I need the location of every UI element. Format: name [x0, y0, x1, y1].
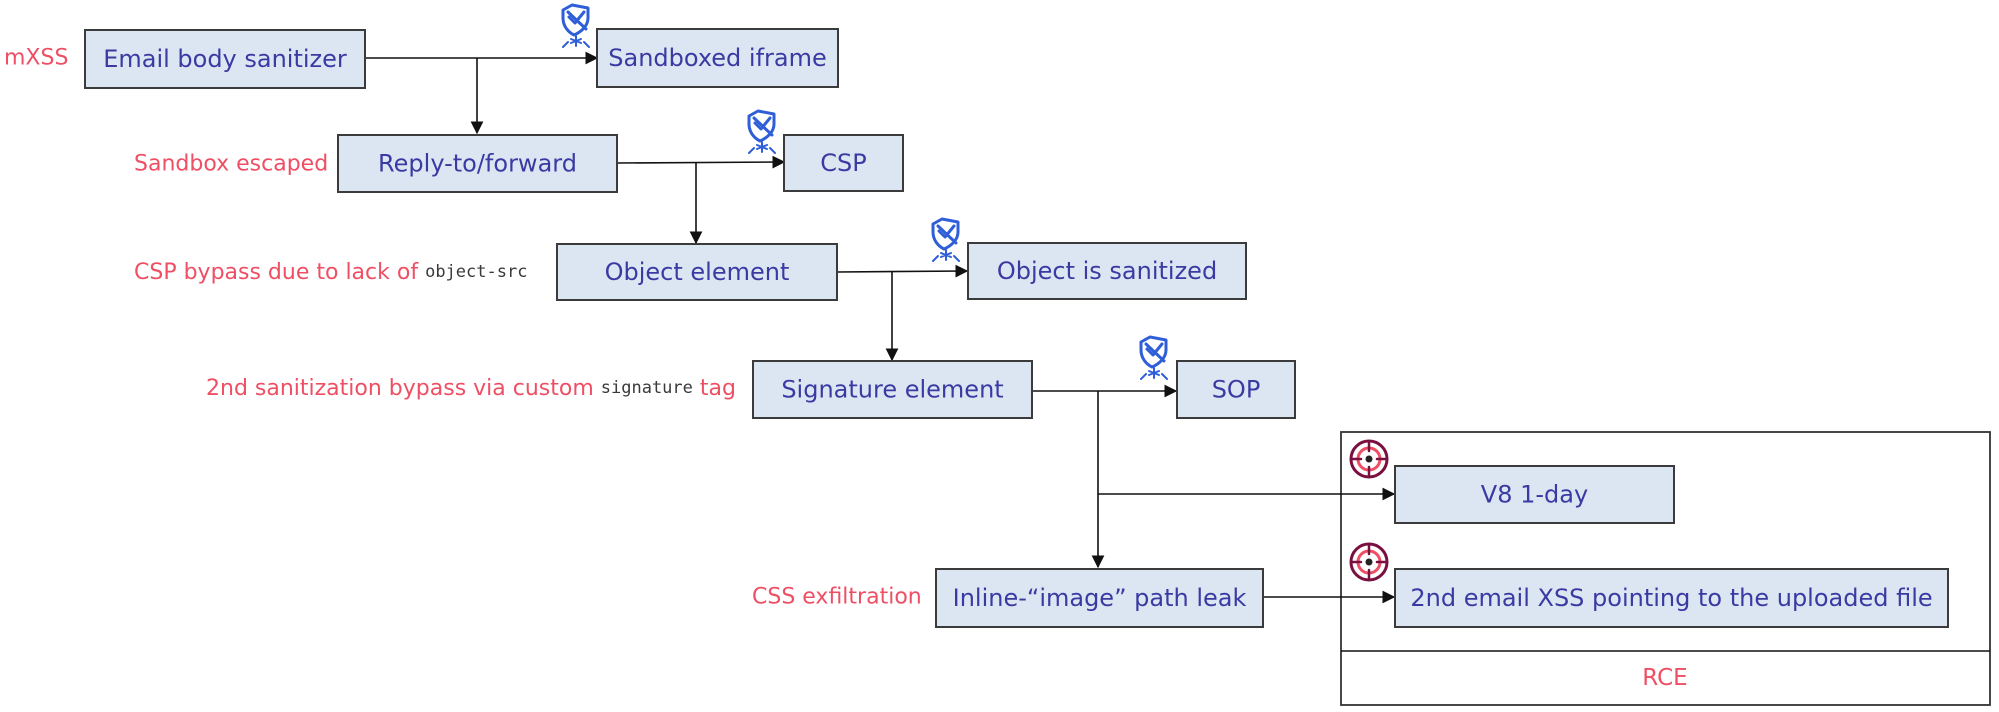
- label-css-exfiltration: CSS exfiltration: [752, 585, 922, 610]
- node-second-email-xss: 2nd email XSS pointing to the uploaded f…: [1394, 568, 1949, 628]
- node-v8-oneday-box: [1394, 465, 1675, 524]
- label-sanitization-bypass-suffix: tag: [693, 376, 736, 401]
- node-object-sanitized-label: Object is sanitized: [997, 257, 1217, 285]
- arrow-object-to-sanitized: [836, 264, 969, 278]
- arrow-reply-to-csp: [616, 155, 786, 169]
- label-sanitization-bypass: 2nd sanitization bypass via custom signa…: [206, 376, 736, 401]
- connectors: [365, 51, 1396, 604]
- node-email-sanitizer: Email body sanitizer: [84, 29, 366, 89]
- rce-group-title: RCE: [1642, 665, 1687, 691]
- node-reply-forward-label: Reply-to/forward: [378, 150, 577, 178]
- node-second-email-xss-label: 2nd email XSS pointing to the uploaded f…: [1410, 584, 1932, 612]
- label-mxss: mXSS: [4, 46, 68, 71]
- shield-icon: [931, 217, 961, 263]
- node-object-element-box: [556, 243, 838, 301]
- node-sop: SOP: [1176, 360, 1296, 419]
- node-signature-element: Signature element: [752, 360, 1033, 419]
- node-sop-label: SOP: [1212, 376, 1261, 404]
- shield-icon: [747, 109, 777, 155]
- node-object-element: Object element: [556, 243, 838, 301]
- shield-icon: [561, 3, 591, 49]
- node-reply-forward: Reply-to/forward: [337, 134, 618, 193]
- node-inline-image-leak: Inline-“image” path leak: [935, 568, 1264, 628]
- label-csp-bypass: CSP bypass due to lack of object-src: [134, 260, 527, 285]
- node-reply-forward-box: [337, 134, 618, 193]
- node-csp-box: [783, 134, 904, 192]
- node-inline-image-leak-box: [935, 568, 1264, 628]
- node-sandboxed-iframe: Sandboxed iframe: [596, 28, 839, 88]
- node-email-sanitizer-box: [84, 29, 366, 89]
- node-object-sanitized: Object is sanitized: [967, 242, 1247, 300]
- node-second-email-xss-box: [1394, 568, 1949, 628]
- node-object-element-label: Object element: [605, 258, 790, 286]
- target-icon: [1349, 542, 1389, 582]
- node-v8-oneday-label: V8 1-day: [1481, 481, 1588, 509]
- label-sanitization-bypass-code: signature: [601, 378, 693, 398]
- target-icon: [1349, 439, 1389, 479]
- node-sandboxed-iframe-box: [596, 28, 839, 88]
- rce-group-frame: [1340, 431, 1991, 706]
- node-signature-element-label: Signature element: [781, 376, 1003, 404]
- shield-icon: [1139, 335, 1169, 381]
- node-signature-element-box: [752, 360, 1033, 419]
- node-csp: CSP: [783, 134, 904, 192]
- label-sandbox-escaped: Sandbox escaped: [134, 152, 328, 177]
- label-sanitization-bypass-text: 2nd sanitization bypass via custom: [206, 376, 601, 401]
- node-v8-oneday: V8 1-day: [1394, 465, 1675, 524]
- label-csp-bypass-code: object-src: [425, 262, 527, 282]
- node-csp-label: CSP: [820, 149, 866, 177]
- node-sop-box: [1176, 360, 1296, 419]
- node-sandboxed-iframe-label: Sandboxed iframe: [608, 44, 827, 72]
- node-email-sanitizer-label: Email body sanitizer: [103, 45, 347, 73]
- node-object-sanitized-box: [967, 242, 1247, 300]
- label-csp-bypass-text: CSP bypass due to lack of: [134, 260, 425, 285]
- node-inline-image-leak-label: Inline-“image” path leak: [953, 584, 1247, 612]
- rce-group: RCE: [1340, 431, 1991, 706]
